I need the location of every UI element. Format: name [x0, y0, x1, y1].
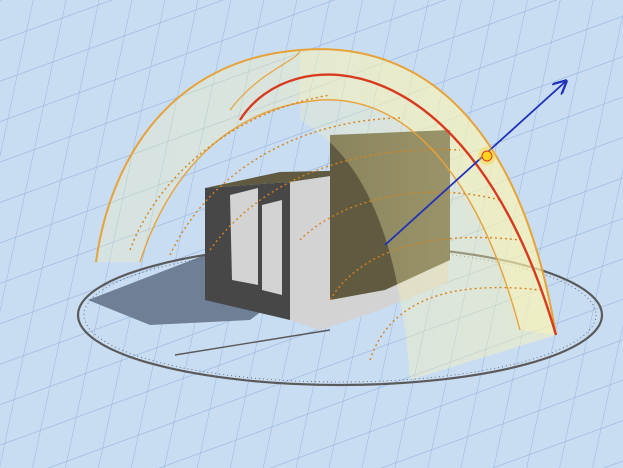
compass-tick-marks	[83, 247, 597, 383]
sun-path-dotted-5	[329, 236, 521, 301]
dome-inner-arc	[139, 99, 521, 331]
dome-outer-arc	[95, 48, 557, 336]
window-opening-2	[262, 200, 282, 295]
sun-path-dotted-2	[169, 117, 401, 256]
window-opening-1	[230, 188, 258, 285]
dome-meridian-arc-1	[229, 49, 301, 111]
sun-path-main-arc	[238, 73, 558, 336]
sun-direction-arrow-icon	[384, 82, 565, 246]
compass-axis-line	[174, 329, 331, 356]
sun-marker-core	[481, 150, 493, 162]
sun-path-dotted-3	[209, 148, 461, 251]
dome-front-surface	[300, 49, 556, 380]
sun-marker-icon[interactable]	[478, 147, 496, 165]
sun-path-dotted-4	[299, 191, 501, 241]
